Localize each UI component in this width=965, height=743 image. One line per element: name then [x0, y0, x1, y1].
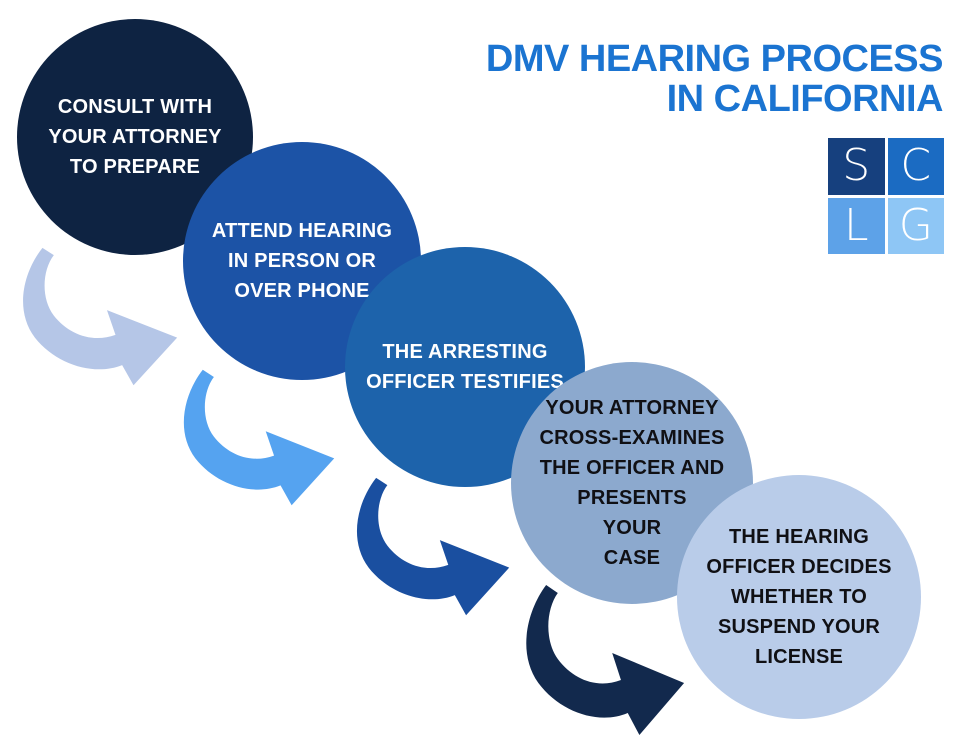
arrow-shape: [356, 477, 510, 616]
step-4-label: YOUR ATTORNEY CROSS-EXAMINES THE OFFICER…: [539, 397, 725, 569]
curved-arrow-icon-step4-to-step5: [526, 585, 685, 735]
step-circle-5: THE HEARING OFFICER DECIDES WHETHER TO S…: [677, 475, 921, 719]
sclg-logo: S C L G: [828, 138, 944, 254]
curved-arrow-icon-step1-to-step2: [23, 247, 178, 386]
step-3-label: THE ARRESTING OFFICER TESTIFIES: [366, 341, 564, 393]
logo-square-s: S: [828, 138, 885, 195]
step-5-label: THE HEARING OFFICER DECIDES WHETHER TO S…: [706, 526, 892, 668]
curved-arrow-icon-step2-to-step3: [183, 369, 335, 506]
page-title: DMV HEARING PROCESS IN CALIFORNIA: [485, 38, 944, 120]
logo-square-c: C: [887, 138, 944, 195]
step-2-label: ATTEND HEARING IN PERSON OR OVER PHONE: [211, 220, 393, 302]
curved-arrow-icon-step3-to-step4: [356, 477, 510, 616]
step-1-label: CONSULT WITH YOUR ATTORNEY TO PREPARE: [48, 96, 222, 178]
arrow-shape: [183, 369, 335, 506]
arrow-shape: [526, 585, 685, 735]
logo-square-g: G: [887, 197, 944, 254]
arrow-shape: [23, 247, 178, 386]
step-circle-1: CONSULT WITH YOUR ATTORNEY TO PREPARE: [17, 19, 253, 255]
logo-square-l: L: [828, 197, 885, 254]
step-circle-2: ATTEND HEARING IN PERSON OR OVER PHONE: [183, 142, 421, 380]
